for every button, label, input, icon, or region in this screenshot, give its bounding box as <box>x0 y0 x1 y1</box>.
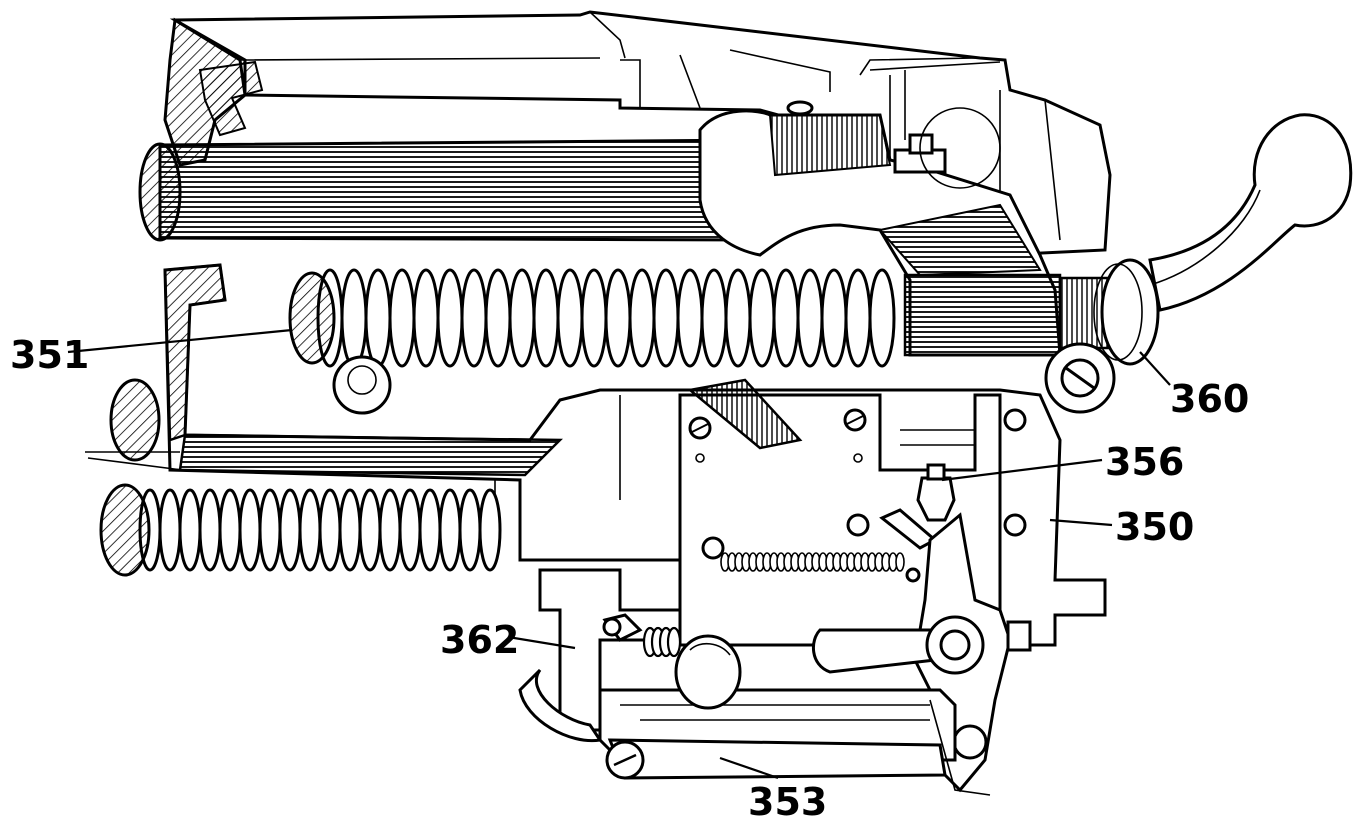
tension-spring-anchor <box>701 536 921 583</box>
spring-end-cap <box>288 271 336 365</box>
spring-retainer <box>332 355 392 415</box>
spring-coil <box>868 268 896 368</box>
spring-coil <box>178 488 202 572</box>
spring-coil <box>460 268 488 368</box>
spring-coil <box>364 268 392 368</box>
spring-coil <box>772 268 800 368</box>
slide-yoke <box>698 61 1062 357</box>
knob <box>674 634 742 710</box>
spring-coil <box>844 268 872 368</box>
spring-coil <box>604 268 632 368</box>
leader-lines <box>67 328 1171 780</box>
spring-coil <box>478 488 502 572</box>
spring-coil <box>436 268 464 368</box>
spring-coil <box>820 268 848 368</box>
tension-spring <box>720 552 905 572</box>
spring-coil <box>748 268 776 368</box>
knob-spring <box>642 626 682 658</box>
spring-coil <box>318 488 342 572</box>
cross-bar <box>605 699 991 796</box>
spring-coil <box>358 488 382 572</box>
spring-coil <box>484 268 512 368</box>
callout-labels: 351 360 356 350 362 353 <box>10 333 1249 821</box>
spring-coil <box>652 268 680 368</box>
spring-coil <box>278 488 302 572</box>
spring-coil <box>580 268 608 368</box>
spring-coil <box>676 268 704 368</box>
spring-coil <box>895 552 905 572</box>
callout-351: 351 <box>10 333 89 377</box>
spring-coil <box>338 488 362 572</box>
cocking-handle <box>1148 113 1353 312</box>
spring-coil <box>628 268 656 368</box>
spring-coil <box>340 268 368 368</box>
lower-roller <box>109 378 161 462</box>
callout-362: 362 <box>440 618 519 662</box>
guide-rod <box>1044 258 1160 414</box>
callout-356: 356 <box>1105 440 1184 484</box>
spring-coil <box>198 488 222 572</box>
spring-coil <box>700 268 728 368</box>
screw-heads <box>688 408 1027 537</box>
spring-coil <box>724 268 752 368</box>
spring-coil <box>158 488 182 572</box>
spring-coil <box>378 488 402 572</box>
main-recoil-spring <box>316 268 896 368</box>
spring-coil <box>258 488 282 572</box>
lower-spring <box>138 488 502 572</box>
spring-coil <box>398 488 422 572</box>
spring-coil <box>298 488 322 572</box>
spring-coil <box>508 268 536 368</box>
spring-coil <box>238 488 262 572</box>
spring-coil <box>796 268 824 368</box>
spring-coil <box>438 488 462 572</box>
spring-coil <box>458 488 482 572</box>
spring-coil <box>418 488 442 572</box>
spring-coil <box>532 268 560 368</box>
upper-rod <box>138 138 762 242</box>
callout-350: 350 <box>1115 505 1194 549</box>
sear-lever <box>811 512 1032 793</box>
lower-spring-end <box>99 483 151 577</box>
spring-coil <box>556 268 584 368</box>
spring-coil <box>412 268 440 368</box>
mechanism-plate <box>678 378 1002 647</box>
spring-coil <box>218 488 242 572</box>
spring-coil <box>388 268 416 368</box>
spring-coil <box>666 626 682 658</box>
callout-353: 353 <box>748 780 827 821</box>
callout-360: 360 <box>1170 377 1249 421</box>
